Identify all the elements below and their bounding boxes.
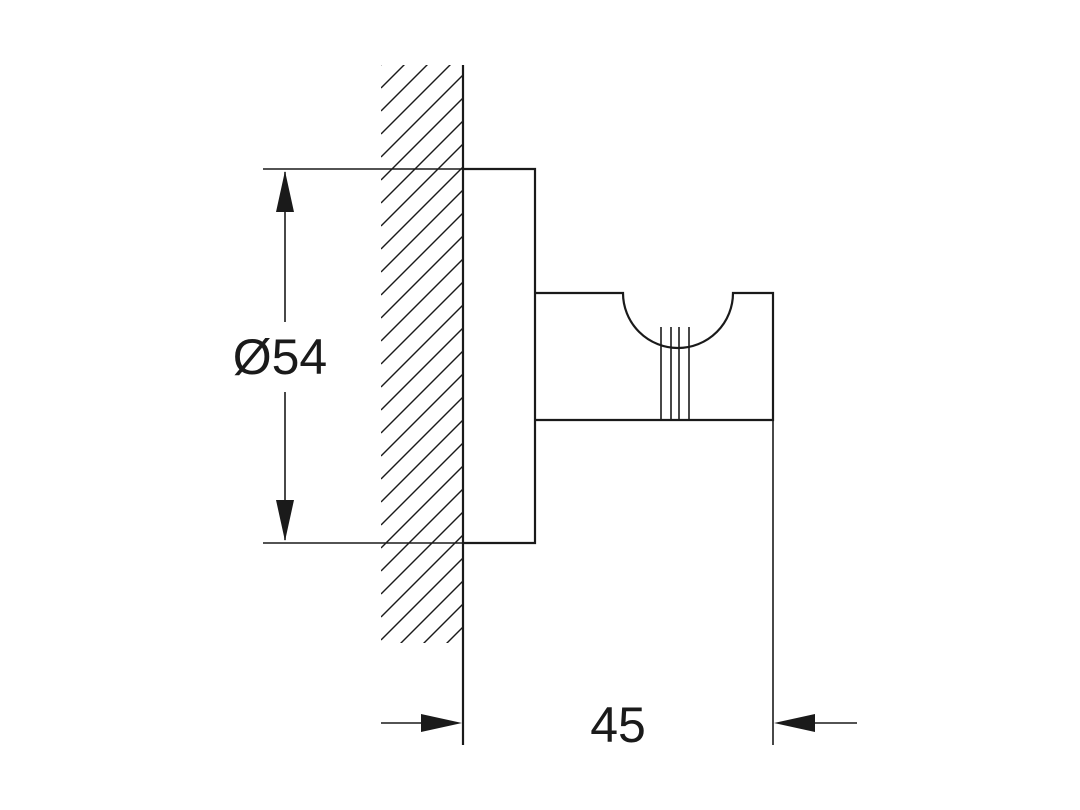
wall-hatch-line <box>381 557 463 641</box>
wall-hatch-line <box>381 143 463 227</box>
wall-hatch-line <box>381 235 463 319</box>
wall-hatch-line <box>381 419 463 503</box>
wall-hatch-line <box>381 166 463 250</box>
wall-hatch-line <box>381 488 463 572</box>
wall-hatch-line <box>381 258 463 342</box>
diameter-arrow-top <box>276 171 294 212</box>
wall-hatch-line <box>381 465 463 549</box>
wall-hatch-line <box>381 65 428 112</box>
wall-hatch-line <box>381 65 405 89</box>
wall-hatch-line <box>381 65 451 135</box>
wall-hatch-line <box>381 65 382 66</box>
wall-hatch-line <box>381 442 463 526</box>
depth-arrow-left <box>421 714 462 732</box>
wall-hatch-line <box>381 696 463 778</box>
diameter-dimension-label: Ø54 <box>233 329 328 385</box>
wall-hatch-line <box>446 626 463 643</box>
wall-hatch-line <box>381 396 463 480</box>
wall-hatch-line <box>381 673 463 755</box>
wall-hatch-line <box>381 304 463 388</box>
wall-hatching <box>381 65 463 778</box>
wall-hatch-line <box>381 120 463 204</box>
wall-hatch-line <box>400 580 463 643</box>
diameter-arrow-bottom <box>276 500 294 541</box>
wall-hatch-line <box>381 189 463 273</box>
hook-body-outline <box>535 291 775 422</box>
wall-hatch-line <box>381 327 463 411</box>
wall-hatch-line <box>381 511 463 595</box>
wall-hatch-line <box>423 603 463 643</box>
wall-hatch-line <box>381 74 463 158</box>
rosette-outline <box>463 167 537 545</box>
wall-hatch-line <box>381 534 463 618</box>
wall-hatch-line <box>381 281 463 365</box>
depth-dimension-label: 45 <box>590 697 646 753</box>
wall-hatch-line <box>381 350 463 434</box>
depth-arrow-right <box>774 714 815 732</box>
wall-hatch-line <box>381 212 463 296</box>
wall-hatch-line <box>381 373 463 457</box>
wall-hatch-line <box>381 97 463 181</box>
